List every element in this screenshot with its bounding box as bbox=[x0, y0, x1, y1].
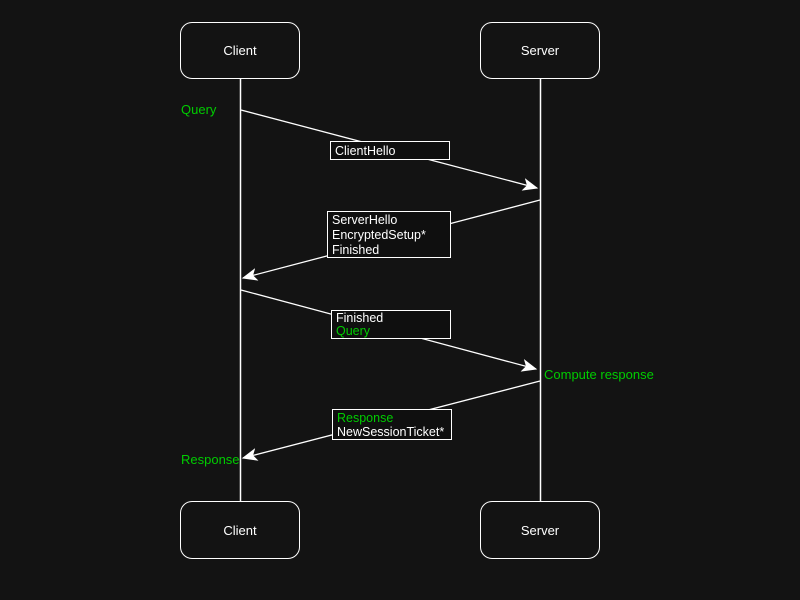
message-text: Response bbox=[337, 411, 394, 425]
actor-box-server-top: Server bbox=[480, 22, 600, 79]
message-label-server-hello: ServerHello EncryptedSetup* Finished bbox=[327, 211, 451, 258]
message-text: Finished bbox=[332, 243, 380, 258]
message-text: EncryptedSetup* bbox=[332, 228, 426, 243]
message-label-client-hello: ClientHello bbox=[330, 141, 450, 160]
annotation-query: Query bbox=[181, 102, 217, 117]
message-text: Finished bbox=[336, 311, 384, 325]
message-text: ClientHello bbox=[335, 144, 396, 158]
actor-box-client-top: Client bbox=[180, 22, 300, 79]
annotation-compute-response: Compute response bbox=[544, 367, 654, 382]
actor-box-server-bottom: Server bbox=[480, 501, 600, 559]
annotation-response: Response bbox=[181, 452, 240, 467]
message-text: Query bbox=[336, 324, 371, 339]
message-label-response-ticket: Response NewSessionTicket* bbox=[332, 409, 452, 440]
message-text: NewSessionTicket* bbox=[337, 425, 445, 440]
message-text: ServerHello bbox=[332, 213, 398, 227]
actor-box-client-bottom: Client bbox=[180, 501, 300, 559]
message-label-finished-query: Finished Query bbox=[331, 310, 451, 339]
